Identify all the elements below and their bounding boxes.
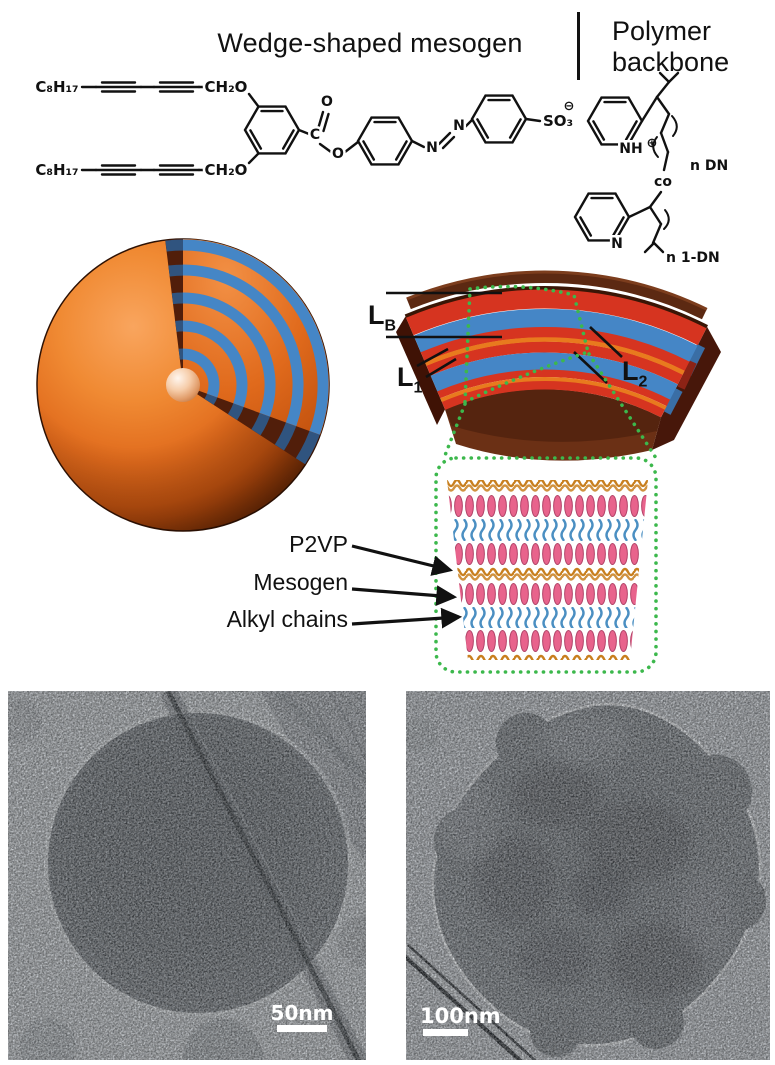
scalebar-right: 100nm (420, 1004, 501, 1036)
l2-line-1 (589, 326, 623, 358)
wedge-orange-stripes (424, 337, 685, 410)
zoom-funnel-left (442, 402, 467, 460)
cut-face-rings (183, 239, 329, 435)
inset-arrows (351, 544, 463, 629)
pyridine-ring (573, 192, 631, 242)
wedge-red-layers (406, 289, 707, 418)
chemical-structure (80, 71, 680, 254)
dimension-lines (386, 291, 623, 384)
l1-sub: 1 (413, 379, 423, 397)
structure-labels: C₈H₁₇ C₈H₁₇ CH₂O CH₂O C O O N N SO₃ ⊖ NH… (33, 76, 728, 267)
p2vp-arrow (351, 544, 454, 576)
tem-image-left: 50nm (8, 691, 366, 1060)
p2vp-label: P2VP (289, 531, 348, 557)
azo-n-left-label: N (426, 140, 438, 156)
benzene-ring-3 (470, 94, 528, 144)
molecular-inset (447, 480, 648, 660)
scalebar-right-bar (423, 1029, 468, 1036)
tem-image-right: 100nm (406, 691, 770, 1060)
mesogen-arrow (351, 585, 458, 606)
header-divider (577, 12, 580, 80)
co-label: co (654, 174, 672, 190)
layer-spacing-l1-label: L1 (397, 362, 422, 397)
l2-sub: 2 (638, 373, 648, 391)
wedge-left-cap (396, 316, 445, 425)
sulfonate-charge: ⊖ (564, 99, 575, 114)
repeat-dn-label: n DN (690, 158, 728, 174)
layer-spacing-lb-label: LB (368, 300, 396, 335)
lb-main: L (368, 300, 385, 330)
l2-line-2 (573, 351, 608, 384)
repeat-1dn-label: n 1-DN (666, 250, 720, 266)
benzene-ring-2 (356, 116, 414, 166)
zoom-funnel-right (587, 352, 658, 460)
alkyl-top-label: C₈H₁₇ (35, 78, 78, 96)
pyridinium-ring (586, 96, 644, 146)
polymer-line2: backbone (612, 47, 730, 77)
polymer-backbone-label: Polymer backbone (612, 16, 729, 78)
benzene-ring-1 (243, 105, 301, 155)
pyridinium-nh-label: NH (619, 141, 642, 157)
l1-main: L (397, 362, 414, 392)
onion-sphere (36, 238, 330, 532)
polymer-line1: Polymer (612, 16, 712, 46)
ester-o-label: O (332, 146, 344, 162)
ester-c-label: C (310, 127, 320, 143)
figure-title: Wedge-shaped mesogen (217, 28, 523, 58)
azo-bond (410, 118, 474, 150)
l1-line-1 (416, 347, 449, 368)
polymer-backbone-chain (627, 71, 680, 254)
pyridine-n-label: N (611, 236, 623, 252)
ester-group (297, 110, 360, 154)
pyridinium-charge: ⊕ (647, 136, 658, 151)
diyne-chain-bottom (80, 152, 260, 176)
sulfonate-label: SO₃ (543, 112, 573, 130)
wedge-blue-layers (413, 308, 698, 400)
alkyl-bottom-label: C₈H₁₇ (35, 161, 78, 179)
scalebar-left-label: 50nm (271, 1001, 334, 1025)
l1-line-2 (425, 357, 457, 379)
diyne-chain-top (80, 81, 260, 108)
core-sphere (166, 368, 200, 402)
scalebar-right-label: 100nm (420, 1004, 501, 1028)
sulfonate-bond (524, 117, 542, 123)
wedge-right-cap (652, 326, 721, 450)
scalebar-left: 50nm (271, 1001, 334, 1032)
scalebar-left-bar (277, 1025, 327, 1032)
ether-top-label: CH₂O (205, 78, 248, 96)
layer-wedge (396, 270, 721, 461)
layer-spacing-l2-label: L2 (622, 356, 647, 391)
ether-bottom-label: CH₂O (205, 161, 248, 179)
lb-sub: B (384, 317, 397, 335)
carbonyl-o-label: O (321, 94, 333, 110)
alkyl-chains-label: Alkyl chains (226, 606, 348, 632)
azo-n-right-label: N (453, 118, 465, 134)
l2-main: L (622, 356, 639, 386)
alkyl-arrow (351, 607, 463, 629)
mesogen-label: Mesogen (253, 569, 348, 595)
